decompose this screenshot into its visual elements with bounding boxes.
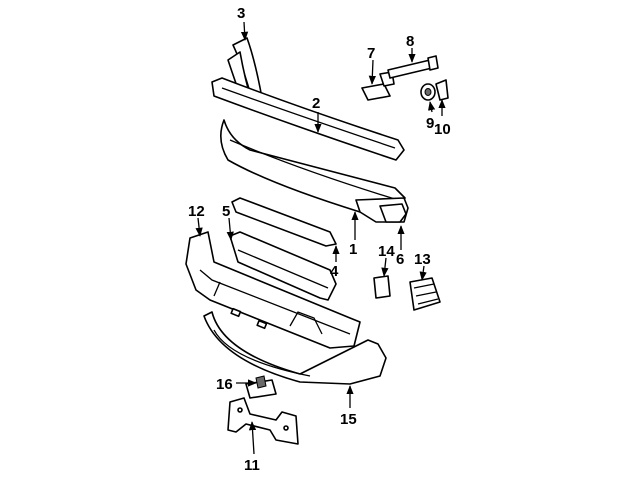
leader-lines	[195, 21, 446, 455]
part-16-mount	[245, 375, 277, 399]
callout-9: 9	[426, 115, 434, 132]
part-15-lower-valance	[203, 311, 387, 385]
callout-11: 11	[244, 457, 260, 474]
callout-2: 2	[312, 95, 320, 112]
callout-5: 5	[222, 203, 230, 220]
part-5-impact-strip	[231, 197, 337, 247]
part-10-clip	[435, 79, 449, 101]
part-8-rod	[387, 55, 439, 79]
part-9-grommet	[420, 83, 436, 101]
part-13-bellows	[409, 277, 441, 311]
callout-8: 8	[406, 33, 414, 50]
callout-16: 16	[216, 376, 233, 393]
callout-13: 13	[414, 251, 431, 268]
callout-3: 3	[237, 5, 245, 22]
part-12-absorber	[185, 231, 361, 349]
callout-7: 7	[367, 45, 375, 62]
callout-12: 12	[188, 203, 205, 220]
callout-6: 6	[396, 251, 404, 268]
part-11-license-bracket	[227, 397, 299, 445]
callout-1: 1	[349, 241, 357, 258]
part-2-fascia-trim	[211, 77, 405, 161]
callout-15: 15	[340, 411, 357, 428]
part-6-side-filler	[379, 203, 407, 223]
callout-10: 10	[434, 121, 451, 138]
callout-14: 14	[378, 243, 395, 260]
part-4-reinforcement	[229, 231, 337, 301]
callout-4: 4	[330, 263, 339, 280]
callout-labels: 3 2 1 4 5 6 7 8 9 10 11 12 13 14 15 16	[188, 5, 451, 474]
part-14-pad	[373, 275, 391, 299]
